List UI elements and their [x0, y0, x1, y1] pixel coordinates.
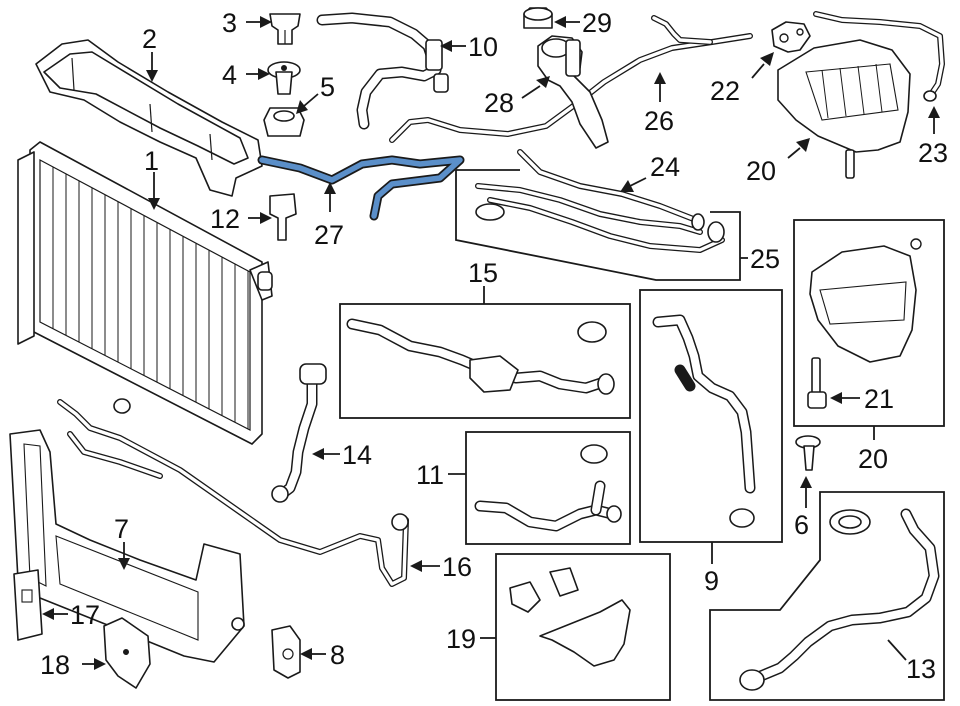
callout-29: 29 — [582, 8, 612, 38]
part-21-sensor[interactable] — [807, 357, 827, 409]
callout-11: 11 — [416, 460, 444, 490]
part-19-deflector[interactable] — [509, 567, 631, 667]
part-11-hose[interactable] — [474, 444, 622, 532]
part-5-mount-cushion[interactable] — [263, 107, 305, 137]
part-9-box — [639, 289, 783, 543]
part-17-bracket[interactable] — [13, 569, 43, 641]
part-18-bracket[interactable] — [103, 617, 151, 689]
part-14-hose[interactable] — [271, 363, 327, 503]
callout-20-upper: 20 — [746, 156, 776, 186]
part-9-hose[interactable] — [652, 314, 756, 528]
callout-21: 21 — [864, 384, 894, 414]
callout-27: 27 — [314, 220, 344, 250]
part-15-hose[interactable] — [346, 318, 615, 395]
part-12-drain-plug[interactable] — [269, 193, 297, 241]
part-10-radiator-hose[interactable] — [316, 12, 449, 130]
part-2-upper-radiator-support[interactable] — [35, 39, 263, 197]
callout-5: 5 — [320, 72, 335, 102]
callout-16: 16 — [442, 552, 472, 582]
callout-24: 24 — [650, 152, 680, 182]
callout-17: 17 — [70, 600, 100, 630]
part-8-bracket[interactable] — [271, 625, 301, 679]
part-20-expansion-tank-lower[interactable] — [809, 238, 922, 363]
callout-2: 2 — [142, 24, 157, 54]
callout-4: 4 — [222, 60, 237, 90]
part-23-reservoir-hose[interactable] — [813, 11, 945, 102]
part-13-hose[interactable] — [739, 508, 940, 691]
part-19-box — [495, 553, 671, 701]
callout-6: 6 — [794, 510, 809, 540]
callout-28: 28 — [484, 88, 514, 118]
callout-10: 10 — [468, 32, 498, 62]
callout-25: 25 — [750, 244, 780, 274]
part-11-box — [465, 431, 631, 545]
callout-26: 26 — [644, 106, 674, 136]
callout-20-lower: 20 — [858, 444, 888, 474]
callout-9: 9 — [704, 566, 719, 596]
part-26-coolant-line[interactable] — [389, 15, 753, 143]
part-29-filler-cap[interactable] — [523, 7, 553, 29]
part-1-radiator[interactable] — [17, 141, 273, 445]
part-27-vent-hose-highlighted[interactable] — [257, 155, 465, 221]
callout-22: 22 — [710, 76, 740, 106]
part-20-box — [793, 219, 945, 427]
callout-numbers: 1 2 3 4 5 6 7 8 9 10 11 12 13 14 15 16 1… — [40, 8, 948, 684]
part-6-bolt[interactable] — [795, 435, 821, 471]
callout-15: 15 — [468, 258, 498, 288]
part-15-box — [339, 303, 631, 419]
callout-7: 7 — [114, 514, 129, 544]
part-25-hose-assembly-box — [455, 169, 741, 281]
callout-14: 14 — [342, 440, 372, 470]
part-16-coolant-pipe[interactable] — [57, 398, 409, 587]
callout-8: 8 — [330, 640, 345, 670]
callout-13: 13 — [906, 654, 936, 684]
callout-18: 18 — [40, 650, 70, 680]
callout-12: 12 — [210, 204, 240, 234]
part-22-bracket[interactable] — [771, 21, 811, 53]
part-28-thermostat-housing[interactable] — [537, 35, 609, 149]
callout-19: 19 — [446, 624, 476, 654]
part-7-fan-shroud[interactable] — [9, 429, 245, 663]
part-24-heater-hoses[interactable] — [475, 149, 725, 253]
leader-lines — [42, 16, 940, 670]
callout-23: 23 — [918, 138, 948, 168]
part-4-grommet-clip[interactable] — [267, 61, 301, 95]
callout-1: 1 — [144, 146, 159, 176]
part-3-clip[interactable] — [269, 13, 301, 45]
callout-3: 3 — [222, 8, 237, 38]
part-13-box — [709, 491, 945, 701]
part-20-expansion-tank-upper[interactable] — [777, 39, 911, 179]
